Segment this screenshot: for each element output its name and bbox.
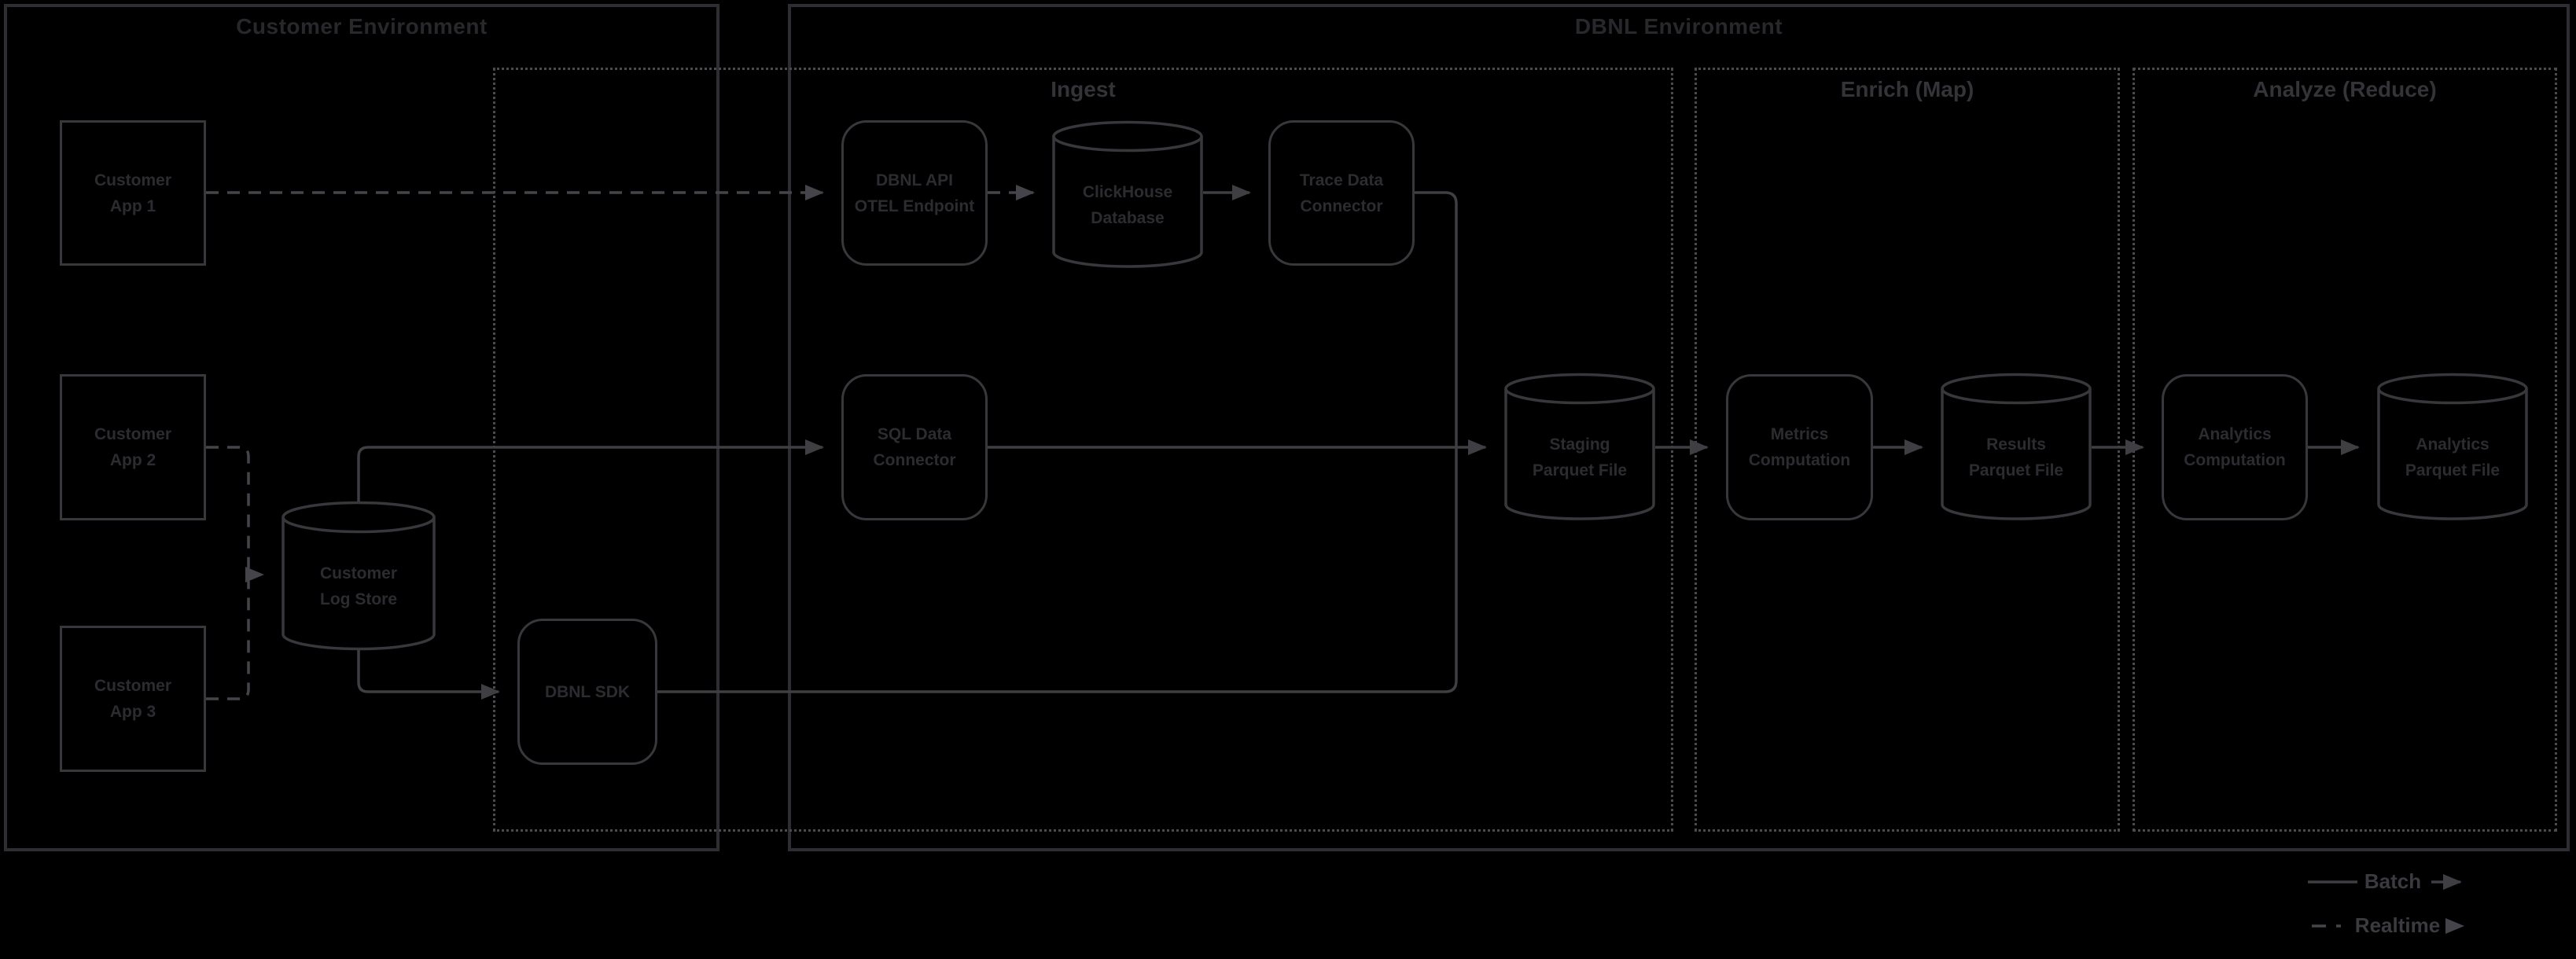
ingest-section-label: Ingest — [1051, 77, 1116, 101]
legend-realtime-label: Realtime — [2354, 913, 2441, 937]
node-customer-app-2: Customer App 2 — [60, 374, 206, 520]
edge-trace-down-to-junction — [1415, 191, 1458, 447]
analyze-section-label: Analyze (Reduce) — [2253, 77, 2437, 101]
node-customer-app-1: Customer App 1 — [60, 120, 206, 266]
node-analytics-parquet-file: Analytics Parquet File — [2377, 373, 2528, 522]
enrich-section-label: Enrich (Map) — [1840, 77, 1974, 101]
node-customer-app-3-label: Customer App 3 — [94, 677, 172, 721]
node-clickhouse-database: ClickHouse Database — [1052, 120, 1203, 270]
ingest-section-box — [493, 68, 1673, 832]
node-customer-app-2-label: Customer App 2 — [94, 425, 172, 469]
dbnl-environment-title: DBNL Environment — [1574, 14, 1783, 39]
dbnl-environment-box — [788, 4, 2570, 851]
node-staging-parquet-file: Staging Parquet File — [1504, 373, 1655, 522]
node-trace-data-connector: Trace Data Connector — [1268, 120, 1415, 266]
customer-environment-box — [4, 4, 719, 851]
cylinder-shape — [1504, 373, 1655, 520]
edge-app2-to-join — [206, 446, 250, 568]
cylinder-shape — [2377, 373, 2528, 520]
node-trace-data-connector-label: Trace Data Connector — [1299, 171, 1384, 215]
edge-app3-to-join — [206, 581, 250, 700]
cylinder-shape — [1941, 373, 2092, 520]
node-analytics-computation: Analytics Computation — [2162, 374, 2308, 520]
node-dbnl-sdk: DBNL SDK — [517, 619, 657, 765]
node-customer-app-3: Customer App 3 — [60, 626, 206, 772]
node-dbnl-api-otel-endpoint-label: DBNL API OTEL Endpoint — [854, 171, 975, 215]
node-staging-parquet-file-label: Staging Parquet File — [1532, 435, 1628, 480]
node-dbnl-sdk-label: DBNL SDK — [544, 682, 631, 701]
edge-logstore-to-sdk — [357, 649, 500, 700]
node-dbnl-api-otel-endpoint: DBNL API OTEL Endpoint — [841, 120, 988, 266]
customer-environment-title: Customer Environment — [236, 14, 488, 39]
node-customer-log-store: Customer Log Store — [282, 501, 436, 652]
node-clickhouse-database-label: ClickHouse Database — [1082, 183, 1173, 227]
node-customer-app-1-label: Customer App 1 — [94, 171, 172, 215]
node-sql-data-connector-label: SQL Data Connector — [873, 425, 956, 469]
cylinder-shape — [1052, 120, 1203, 268]
cylinder-shape — [282, 501, 436, 651]
node-metrics-computation: Metrics Computation — [1726, 374, 1873, 520]
legend-batch-label: Batch — [2364, 869, 2422, 893]
edge-sdk-to-junction — [657, 447, 1458, 693]
node-sql-data-connector: SQL Data Connector — [841, 374, 988, 520]
edge-logstore-to-sql — [357, 439, 824, 503]
node-results-parquet-file: Results Parquet File — [1941, 373, 2092, 522]
node-customer-log-store-label: Customer Log Store — [319, 564, 398, 608]
node-metrics-computation-label: Metrics Computation — [1748, 425, 1851, 469]
node-analytics-computation-label: Analytics Computation — [2184, 425, 2286, 469]
node-analytics-parquet-file-label: Analytics Parquet File — [2405, 435, 2501, 480]
node-results-parquet-file-label: Results Parquet File — [1968, 435, 2064, 480]
